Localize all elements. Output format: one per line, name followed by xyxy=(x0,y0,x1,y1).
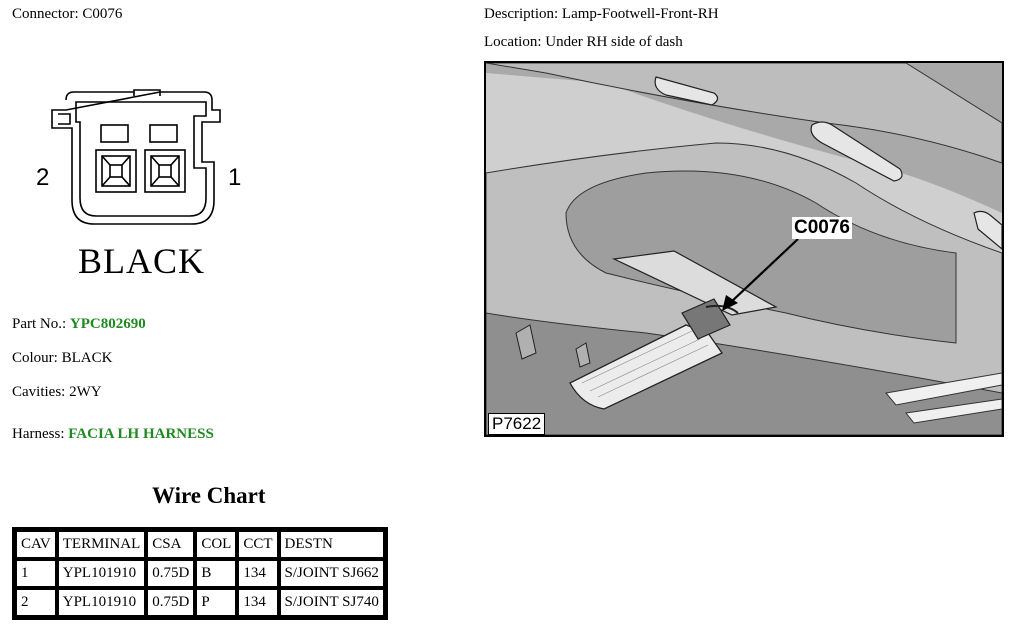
wire-chart-table: CAV TERMINAL CSA COL CCT DESTN 1 YPL1019… xyxy=(12,527,388,620)
cell-csa: 0.75D xyxy=(146,559,196,588)
header-col: COL xyxy=(195,530,238,559)
cell-destn: S/JOINT SJ740 xyxy=(278,588,385,617)
connector-heading: Connector: C0076 xyxy=(12,6,122,23)
connector-colour-caption: BLACK xyxy=(78,241,206,281)
description-value: Lamp-Footwell-Front-RH xyxy=(561,6,719,22)
description-label: Description: xyxy=(484,6,559,22)
cell-cav: 2 xyxy=(15,588,57,617)
harness-label: Harness: xyxy=(12,426,65,442)
cell-cav: 1 xyxy=(15,559,57,588)
colour-label: Colour: xyxy=(12,350,58,366)
connector-face-diagram xyxy=(51,89,221,225)
wire-chart-title: Wire Chart xyxy=(152,483,266,508)
colour-value: BLACK xyxy=(61,350,113,366)
cell-destn: S/JOINT SJ662 xyxy=(278,559,385,588)
header-destn: DESTN xyxy=(278,530,385,559)
cavities-label: Cavities: xyxy=(12,384,66,400)
harness-line: Harness: FACIA LH HARNESS xyxy=(12,426,214,443)
table-row: 1 YPL101910 0.75D B 134 S/JOINT SJ662 xyxy=(15,559,385,588)
connector-id: C0076 xyxy=(82,6,123,22)
location-value: Under RH side of dash xyxy=(545,34,683,50)
cell-csa: 0.75D xyxy=(146,588,196,617)
photo-callout-label: C0076 xyxy=(792,217,852,239)
cell-terminal: YPL101910 xyxy=(56,588,147,617)
location-label: Location: xyxy=(484,34,542,50)
location-photo: C0076 P7622 xyxy=(484,61,1004,437)
cell-cct: 134 xyxy=(237,588,279,617)
pin-number-1: 1 xyxy=(228,164,242,191)
harness-link[interactable]: FACIA LH HARNESS xyxy=(68,426,214,442)
cell-col: B xyxy=(195,559,238,588)
cell-terminal: YPL101910 xyxy=(56,559,147,588)
location-line: Location: Under RH side of dash xyxy=(484,34,683,51)
colour-line: Colour: BLACK xyxy=(12,350,112,367)
photo-reference: P7622 xyxy=(488,413,546,435)
location-photo-illustration xyxy=(486,63,1002,435)
pin-number-2: 2 xyxy=(36,164,50,191)
cell-col: P xyxy=(195,588,238,617)
header-terminal: TERMINAL xyxy=(56,530,147,559)
header-csa: CSA xyxy=(146,530,196,559)
part-no-line: Part No.: YPC802690 xyxy=(12,316,146,333)
header-cav: CAV xyxy=(15,530,57,559)
cavities-value: 2WY xyxy=(69,384,102,400)
part-no-link[interactable]: YPC802690 xyxy=(69,316,146,332)
header-cct: CCT xyxy=(237,530,279,559)
part-no-label: Part No.: xyxy=(12,316,67,332)
table-row: 2 YPL101910 0.75D P 134 S/JOINT SJ740 xyxy=(15,588,385,617)
cell-cct: 134 xyxy=(237,559,279,588)
description-line: Description: Lamp-Footwell-Front-RH xyxy=(484,6,719,23)
wire-chart-header-row: CAV TERMINAL CSA COL CCT DESTN xyxy=(15,530,385,559)
connector-label: Connector: xyxy=(12,6,79,22)
cavities-line: Cavities: 2WY xyxy=(12,384,102,401)
